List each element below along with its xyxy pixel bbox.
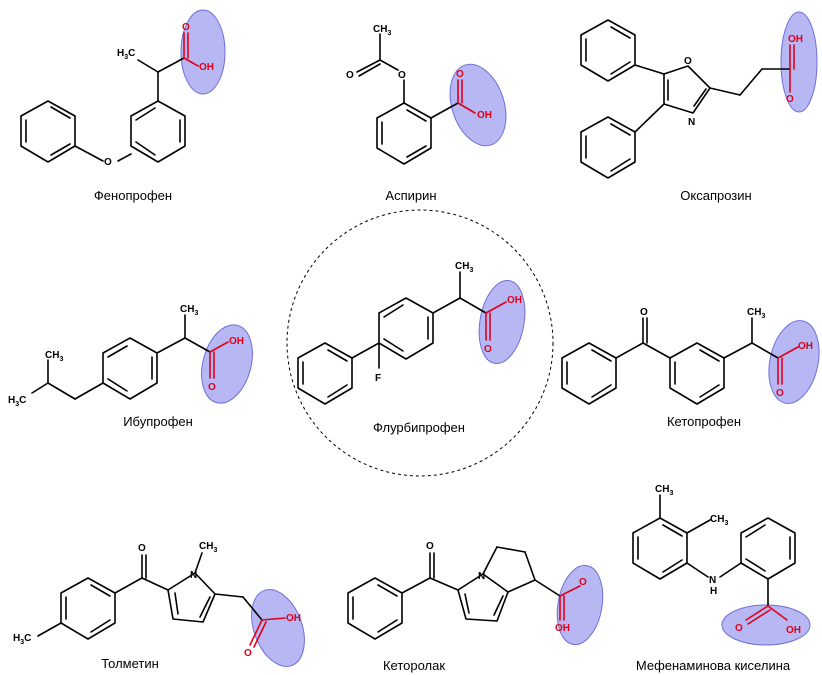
amine-hydrogen-label: H xyxy=(710,586,717,597)
oxygen-label: O xyxy=(104,157,112,168)
hydroxyl-label: OH xyxy=(555,623,570,634)
carbonyl-oxygen-label: O xyxy=(208,382,216,393)
alpha-methyl-label: CH3 xyxy=(455,261,473,274)
acid-highlight xyxy=(478,279,526,365)
caption-tolmetin: Толметин xyxy=(101,656,159,671)
hydroxyl-label: OH xyxy=(507,295,522,306)
ring-nitrogen-label: N xyxy=(688,117,695,128)
hydroxyl-label: OH xyxy=(286,613,301,624)
amine-nitrogen-label: N xyxy=(709,575,716,586)
acid-highlight xyxy=(768,320,820,404)
caption-fenoprofen: Фенопрофен xyxy=(94,188,172,203)
hydroxyl-label: OH xyxy=(798,341,813,352)
ring-nitrogen-label: N xyxy=(478,571,485,582)
aspirin-structure xyxy=(356,33,507,165)
methyl-label-top: CH3 xyxy=(45,350,63,363)
hydroxyl-label: O xyxy=(786,94,794,105)
methyl-label: CH3 xyxy=(373,24,391,37)
acid-highlight xyxy=(201,324,253,404)
tolmetin-structure xyxy=(37,552,305,667)
ring-nitrogen-label: N xyxy=(190,570,197,581)
n-methyl-label: CH3 xyxy=(199,541,217,554)
methyl-label-left: H3C xyxy=(8,395,26,408)
alpha-methyl-label: CH3 xyxy=(747,307,765,320)
ketorolac-structure xyxy=(347,546,604,646)
acid-oxygen-label: O xyxy=(579,577,587,588)
methyl-label: H3C xyxy=(117,48,135,61)
acid-highlight xyxy=(251,589,305,667)
carbonyl-oxygen-label: O xyxy=(244,648,252,659)
caption-flurbiprofen: Флурбипрофен xyxy=(373,420,465,435)
hydroxyl-label: OH xyxy=(229,336,244,347)
acid-oxygen-label: OH xyxy=(788,34,803,45)
fenoprofen-structure xyxy=(20,9,226,163)
mefenamic-structure xyxy=(632,494,811,646)
ketone-oxygen-label: O xyxy=(640,307,648,318)
hydroxyl-label: OH xyxy=(786,625,801,636)
carbonyl-oxygen-label: O xyxy=(182,22,190,33)
acid-highlight xyxy=(449,63,507,147)
acid-highlight xyxy=(556,564,604,646)
ketone-oxygen-label: O xyxy=(138,543,146,554)
carbonyl-oxygen-label: O xyxy=(484,344,492,355)
acid-highlight xyxy=(721,604,811,646)
acid-highlight xyxy=(180,9,226,95)
caption-mefenamic: Мефенаминова киселина xyxy=(636,658,791,673)
caption-aspirin: Аспирин xyxy=(385,188,436,203)
carbonyl-oxygen-label: O xyxy=(776,388,784,399)
flurbiprofen-dashed-circle xyxy=(286,209,554,477)
fluorine-label: F xyxy=(375,373,381,384)
methyl-label-1: CH3 xyxy=(655,484,673,497)
ketone-oxygen-label: O xyxy=(426,541,434,552)
ring-oxygen-label: O xyxy=(684,56,692,67)
ibuprofen-structure xyxy=(31,314,253,404)
flurbiprofen-structure xyxy=(297,271,526,405)
oxaprozin-structure xyxy=(580,11,818,179)
methyl-label-2: CH3 xyxy=(710,514,728,527)
methyl-label: H3C xyxy=(13,633,31,646)
alpha-methyl-label: CH3 xyxy=(180,304,198,317)
carbonyl-oxygen-label: O xyxy=(346,70,354,81)
caption-ibuprofen: Ибупрофен xyxy=(123,414,193,429)
caption-oxaprozin: Оксапрозин xyxy=(680,188,751,203)
caption-ketoprofen: Кетопрофен xyxy=(667,414,741,429)
caption-ketorolac: Кеторолак xyxy=(383,658,445,673)
hydroxyl-label: OH xyxy=(199,62,214,73)
ketoprofen-structure xyxy=(561,317,820,405)
carbonyl-oxygen-label: O xyxy=(735,623,743,634)
hydroxyl-label: OH xyxy=(477,110,492,121)
ester-oxygen-label: O xyxy=(398,70,406,81)
acid-oxygen-label: O xyxy=(456,69,464,80)
